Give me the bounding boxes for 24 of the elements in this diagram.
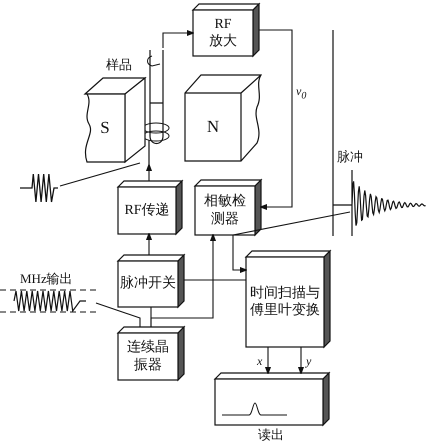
signal-line [184,279,246,281]
arrow [298,347,304,374]
block-label: 相敏检测器 [203,193,247,228]
arrow [150,234,216,327]
caption-label: 脉冲 [337,148,363,166]
signal-line [96,302,141,327]
arrow [146,164,152,181]
block-label: 时间扫描与傅里叶变换 [249,284,321,320]
arrow [232,235,248,274]
signal-line [232,211,350,236]
block-label: 连续晶振器 [126,339,170,374]
arrow [146,232,152,255]
signal-line [60,162,140,187]
block-label: S [100,117,110,139]
caption-label: 读出 [258,426,284,444]
arrow [259,29,293,210]
block-label: 脉冲开关 [120,275,176,293]
arrow [264,347,272,374]
block-label: RF 放大 [208,16,238,50]
caption-label: 样品 [106,56,132,74]
caption-label: MHz输出 [20,270,73,288]
arrow [162,30,194,48]
block-label: N [206,116,220,138]
block-label: RF传递 [124,202,170,220]
